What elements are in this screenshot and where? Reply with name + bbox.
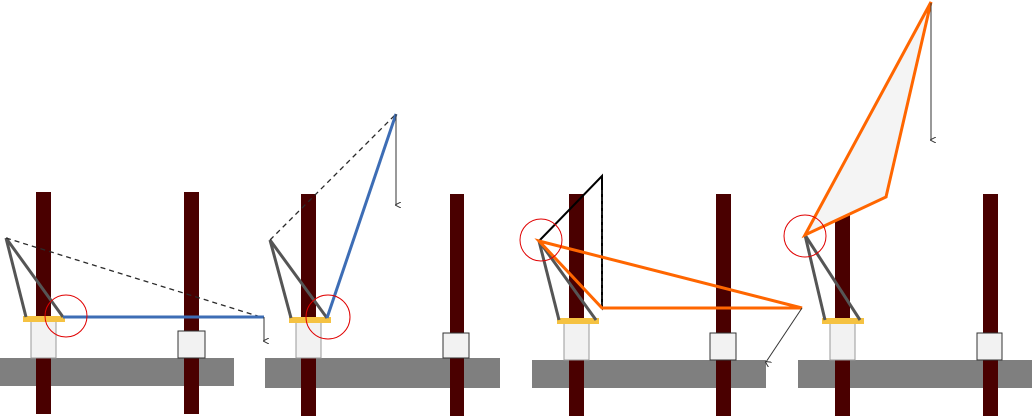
collar <box>289 317 331 323</box>
pivot-highlight-circle <box>44 294 88 338</box>
collar <box>557 318 599 324</box>
pile-left <box>301 194 316 416</box>
boom-triangle <box>534 238 803 310</box>
pile-right <box>450 194 464 416</box>
support-block-right <box>976 332 1003 361</box>
hoist-line <box>766 307 803 362</box>
support-block-right <box>709 332 737 361</box>
boom-triangle <box>801 1 933 239</box>
panel-1 <box>0 192 264 414</box>
support-block-right <box>442 332 470 359</box>
luffing-line <box>269 113 397 241</box>
collar <box>23 316 65 322</box>
pile-right <box>716 194 731 416</box>
pile-left <box>569 194 584 416</box>
strut-lower <box>268 239 293 319</box>
luffing-line <box>5 237 265 319</box>
panel-3 <box>519 173 803 416</box>
pivot-highlight-circle <box>783 214 827 258</box>
panel-4 <box>783 1 1032 416</box>
support-block-left <box>295 319 322 359</box>
pile-left <box>835 194 850 416</box>
strut-upper <box>803 234 862 321</box>
pile-left <box>36 192 51 414</box>
support-block-left <box>829 321 856 361</box>
pivot-highlight-circle <box>519 218 563 262</box>
pivot-highlight-circle <box>305 294 351 340</box>
strut-upper <box>4 237 65 318</box>
deck <box>265 358 500 388</box>
strut-upper <box>537 240 598 321</box>
panel-2 <box>265 113 500 416</box>
pile-right <box>983 194 998 416</box>
strut-lower <box>537 240 561 321</box>
strut-lower <box>803 234 827 321</box>
strut-upper <box>268 239 329 319</box>
support-block-left <box>563 321 590 361</box>
strut-lower <box>4 237 28 318</box>
pile-right <box>184 192 199 414</box>
boom <box>325 113 398 319</box>
support-block-right <box>177 330 206 359</box>
support-block-left <box>30 319 57 359</box>
collar <box>822 318 864 324</box>
